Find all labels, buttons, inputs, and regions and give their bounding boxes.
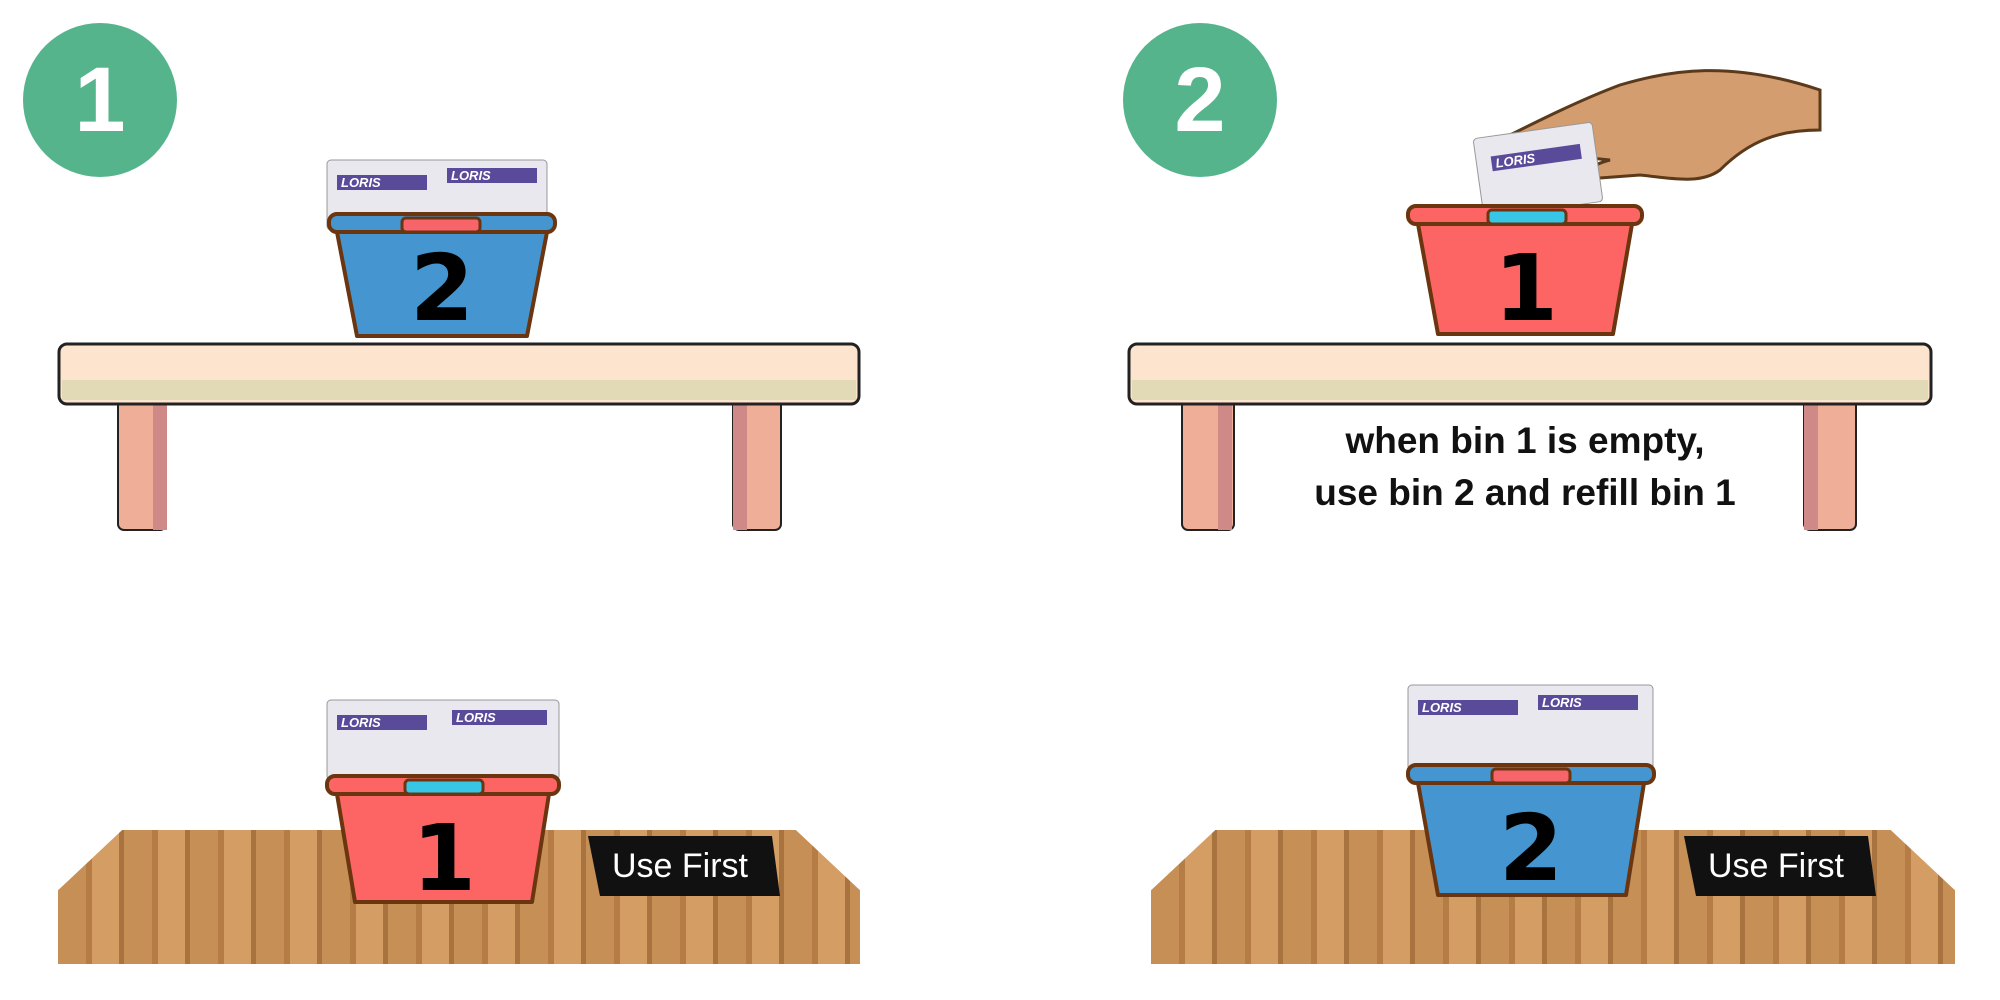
- bin-number: 2: [410, 235, 474, 342]
- bin-number: 1: [412, 805, 476, 912]
- packet-label: LORIS: [341, 715, 381, 730]
- wipe-packets: LORIS LORIS: [326, 699, 560, 781]
- caption-line-2: use bin 2 and refill bin 1: [1314, 472, 1736, 513]
- step-badge-2: 2: [1123, 23, 1277, 177]
- bin-number: 2: [1499, 795, 1563, 902]
- top-shelf-right: [1127, 342, 1933, 531]
- bin-number: 1: [1494, 235, 1558, 342]
- step-badge-1: 1: [23, 23, 177, 177]
- packet-label: LORIS: [341, 175, 381, 190]
- bin-2-lower-right: LORIS LORIS 2: [1406, 684, 1656, 902]
- caption-line-1: when bin 1 is empty,: [1345, 420, 1705, 461]
- packet-label: LORIS: [1422, 700, 1462, 715]
- bin-1-lower-left: LORIS LORIS 1: [325, 699, 561, 912]
- wipe-packets: LORIS: [1473, 122, 1603, 218]
- top-shelf-left: [57, 342, 861, 531]
- bin-2-upper-left: LORIS LORIS 2: [326, 159, 557, 342]
- instruction-caption: when bin 1 is empty, use bin 2 and refil…: [1250, 415, 1800, 519]
- packet-label: LORIS: [1542, 695, 1582, 710]
- use-first-tag-left: Use First: [588, 836, 780, 896]
- packet-label: LORIS: [451, 168, 491, 183]
- packet-label: LORIS: [1495, 150, 1537, 170]
- packet-label: LORIS: [456, 710, 496, 725]
- bin-1-upper-right: LORIS 1: [1406, 122, 1644, 342]
- wipe-packets: LORIS LORIS: [1407, 684, 1654, 771]
- use-first-tag-right: Use First: [1684, 836, 1876, 896]
